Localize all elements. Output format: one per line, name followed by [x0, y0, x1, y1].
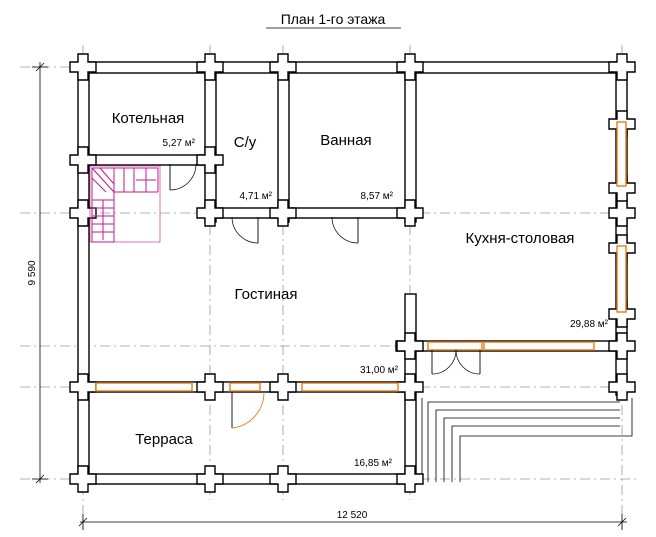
log-corner	[396, 199, 424, 227]
log-corner	[608, 300, 636, 328]
room-name-su: С/у	[234, 134, 257, 151]
log-corner	[69, 146, 97, 174]
room-area-vannaya: 8,57 м²	[361, 191, 394, 202]
log-corner	[396, 332, 424, 360]
dimension-height: 9 590	[27, 62, 48, 484]
log-corner	[269, 465, 297, 493]
log-corner	[608, 53, 636, 81]
log-corner	[396, 373, 424, 401]
room-area-su: 4,71 м²	[240, 191, 273, 202]
log-corner	[196, 373, 224, 401]
windows	[95, 121, 627, 392]
dimension-width-label: 12 520	[337, 510, 368, 521]
log-corner	[608, 199, 636, 227]
doors	[166, 156, 481, 429]
log-corner	[269, 373, 297, 401]
room-area-gostinaya: 31,00 м²	[360, 365, 399, 376]
room-area-kotelnaya: 5,27 м²	[163, 138, 196, 149]
log-corner	[69, 199, 97, 227]
room-name-gostinaya: Гостиная	[235, 286, 298, 303]
stairs	[89, 165, 161, 243]
room-name-terrasa: Терраса	[135, 431, 193, 448]
log-corner	[608, 174, 636, 202]
log-corner	[269, 199, 297, 227]
log-corner	[396, 465, 424, 493]
room-name-kotelnaya: Котельная	[112, 110, 185, 127]
log-corner	[69, 373, 97, 401]
log-corner	[196, 53, 224, 81]
room-name-kukhnya: Кухня-столовая	[466, 230, 575, 247]
log-corner	[196, 146, 224, 174]
room-labels: Котельная 5,27 м² С/у 4,71 м² Ванная 8,5…	[112, 110, 609, 469]
log-corners	[69, 53, 636, 493]
plan-title: План 1-го этажа	[281, 11, 386, 27]
dimension-width: 12 520	[78, 510, 627, 530]
log-corner	[396, 53, 424, 81]
dimension-height-label: 9 590	[27, 260, 38, 285]
log-corner	[196, 465, 224, 493]
terrace-steps	[421, 398, 633, 482]
log-corner	[69, 53, 97, 81]
log-corner	[269, 53, 297, 81]
room-area-terrasa: 16,85 м²	[354, 458, 393, 469]
room-area-kukhnya: 29,88 м²	[570, 319, 609, 330]
log-corner	[69, 465, 97, 493]
log-corner	[608, 332, 636, 360]
log-corner	[608, 373, 636, 401]
log-corner	[196, 199, 224, 227]
room-name-vannaya: Ванная	[320, 132, 371, 149]
